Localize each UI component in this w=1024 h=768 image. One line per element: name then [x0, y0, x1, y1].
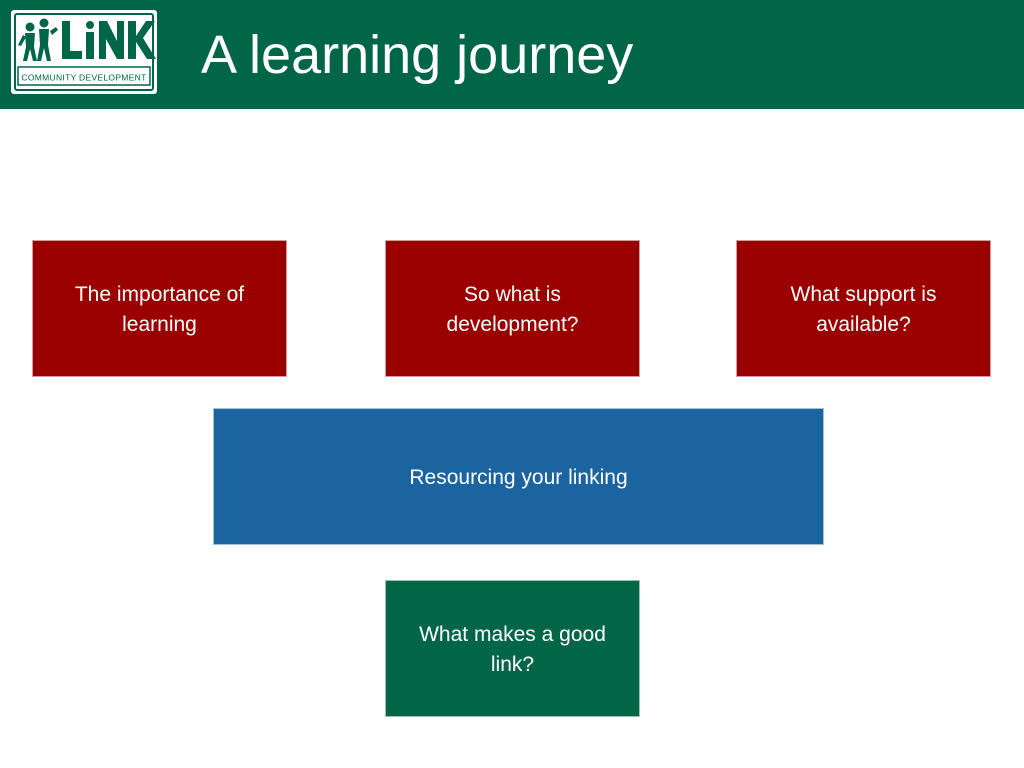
- topic-box-what-is-development: So what is development?: [385, 240, 640, 377]
- topic-box-label: The importance of learning: [74, 283, 245, 336]
- topic-box-label: What support is available?: [790, 283, 937, 336]
- topic-box-resourcing-linking: Resourcing your linking: [213, 408, 824, 545]
- topic-box-label: What makes a good link?: [419, 623, 606, 676]
- topic-box-label: Resourcing your linking: [409, 466, 628, 489]
- link-logo: COMMUNITY DEVELOPMENT: [10, 9, 158, 95]
- svg-text:COMMUNITY DEVELOPMENT: COMMUNITY DEVELOPMENT: [21, 73, 146, 83]
- page-title: A learning journey: [201, 25, 634, 85]
- topic-box-label: So what is development?: [446, 283, 579, 336]
- link-logo-graphic: COMMUNITY DEVELOPMENT: [11, 10, 157, 94]
- topic-box-importance-of-learning: The importance of learning: [32, 240, 287, 377]
- header-bar: COMMUNITY DEVELOPMENT A learning journey: [0, 0, 1024, 109]
- topic-box-support-available: What support is available?: [736, 240, 991, 377]
- topic-box-good-link: What makes a good link?: [385, 580, 640, 717]
